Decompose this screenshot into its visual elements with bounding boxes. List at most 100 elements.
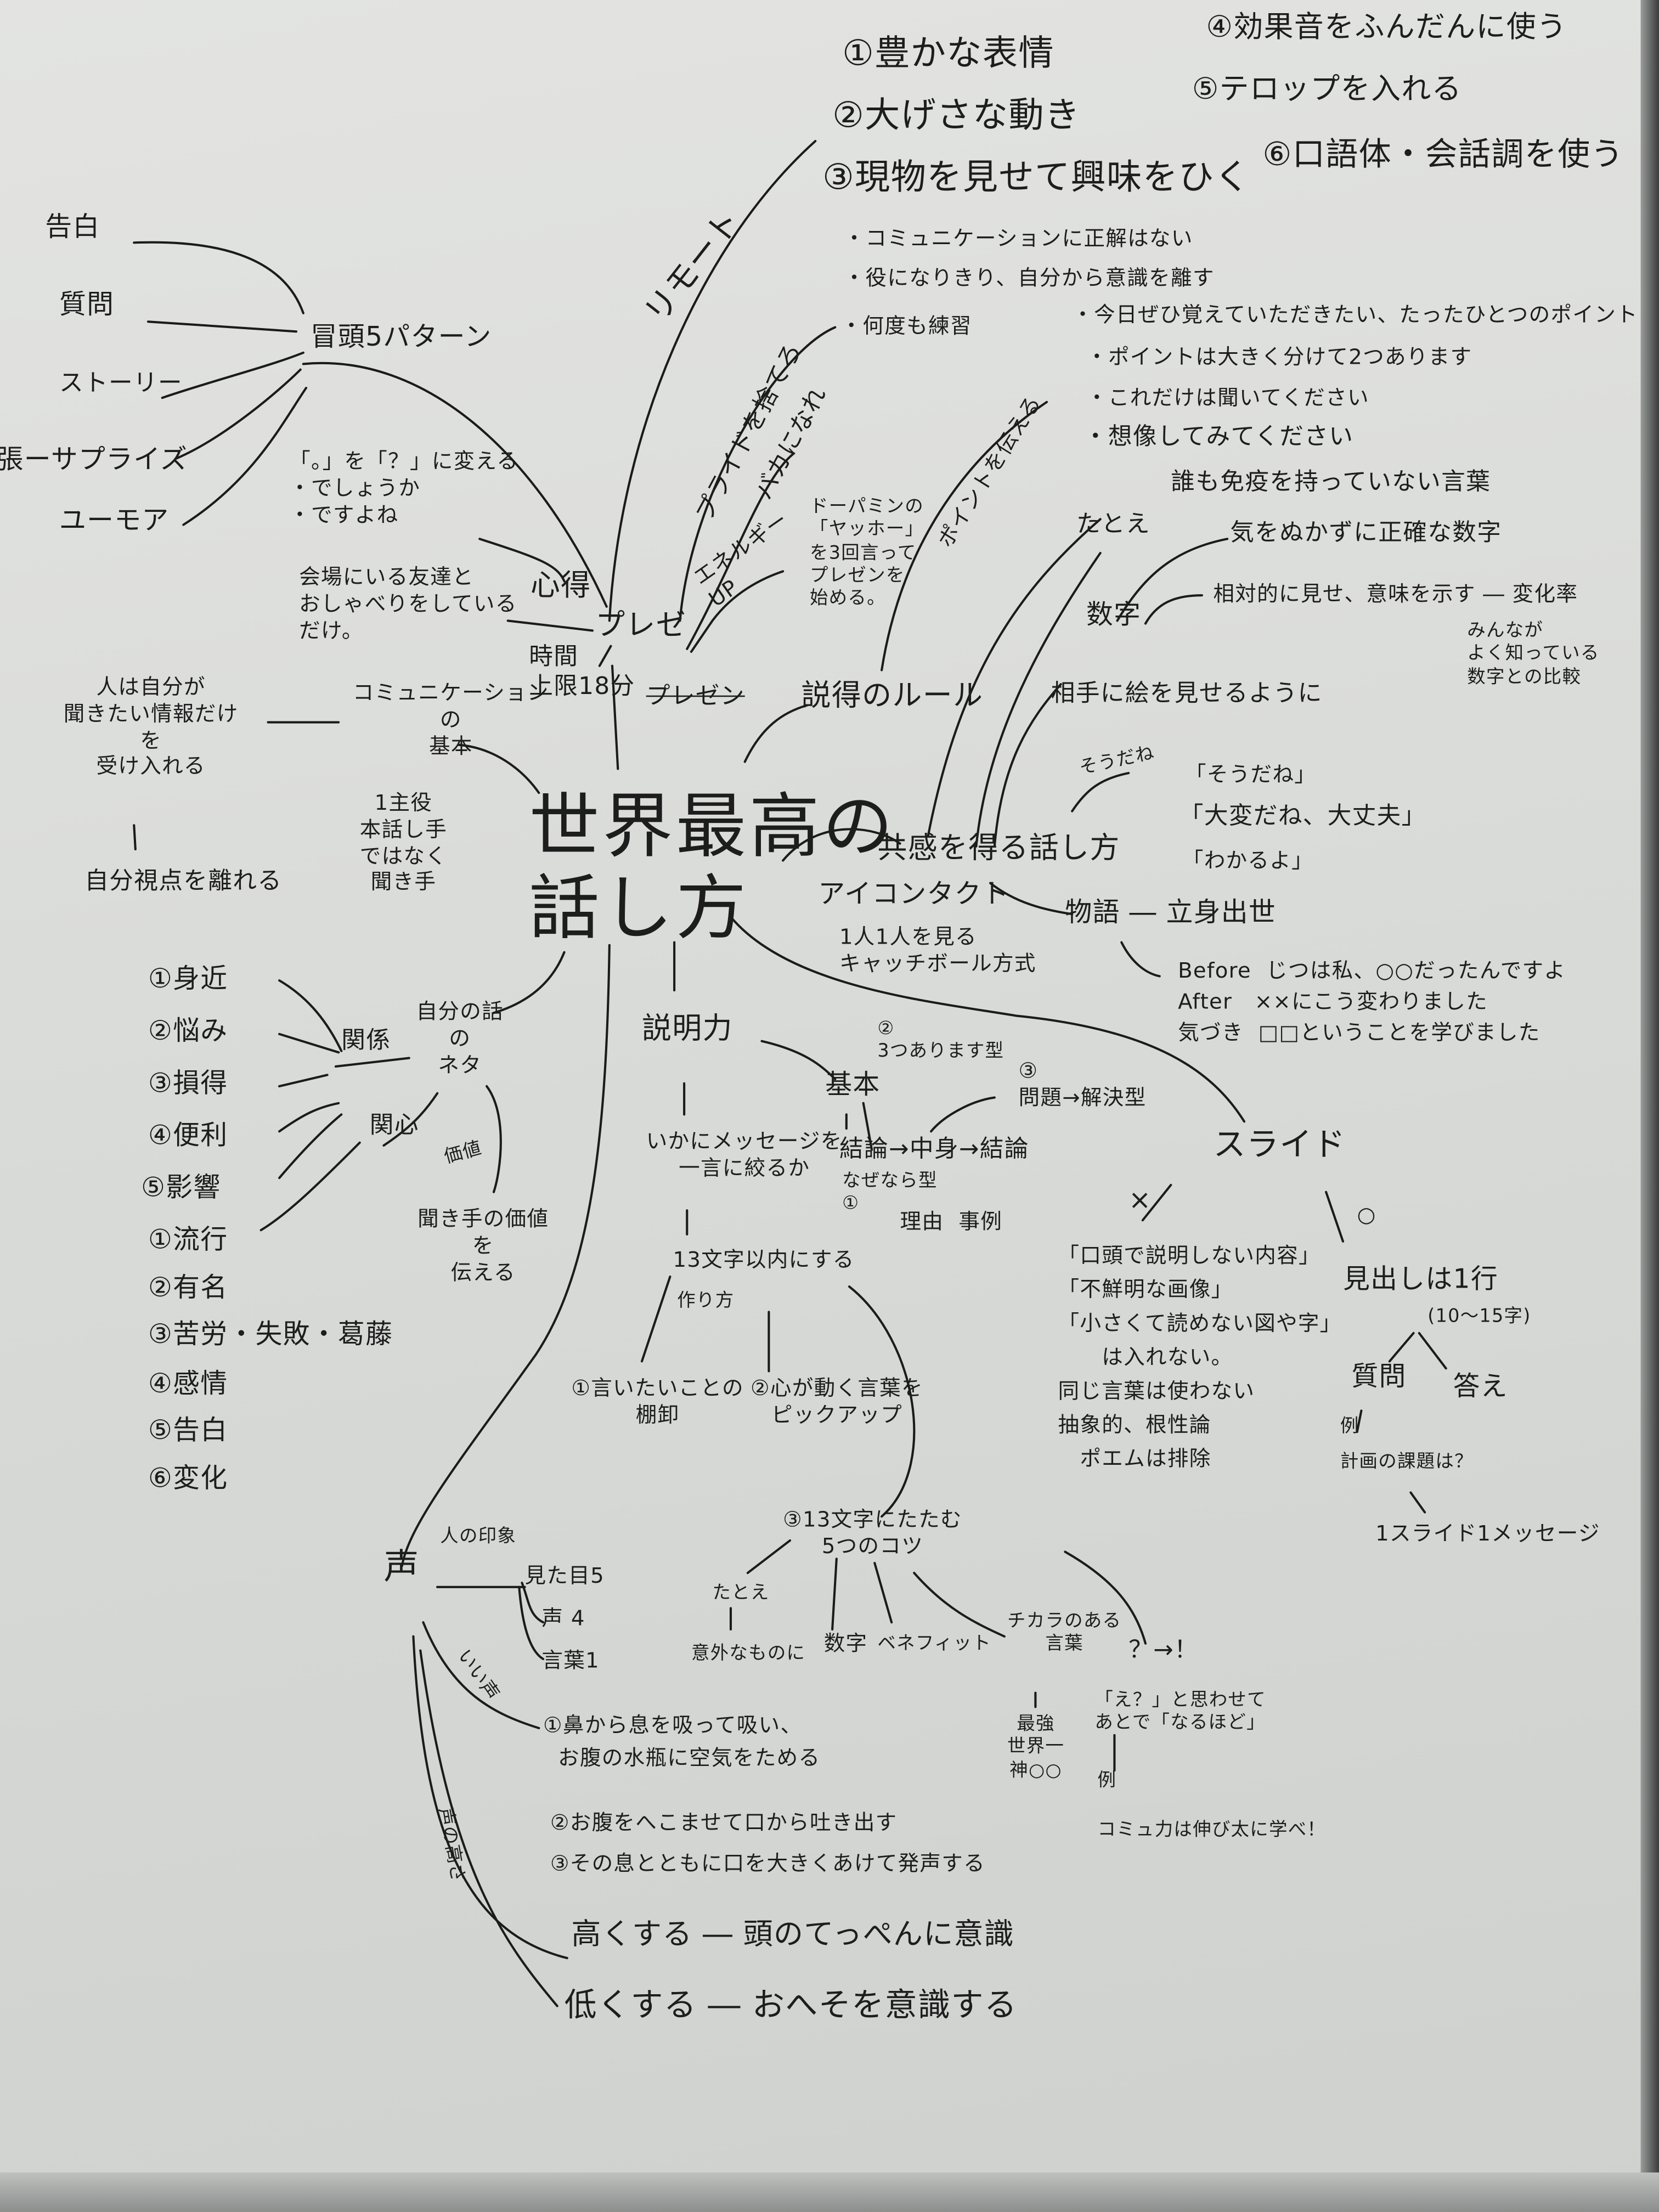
opening-item: 告白 <box>45 211 100 243</box>
kankei-item: ①身近 <box>148 963 228 995</box>
remote-item: ②大げさな動き <box>832 94 1081 136</box>
explain-label: 説明力 <box>641 1011 733 1046</box>
pitch-low: 低くする ― おへそを意識する <box>564 1988 1018 2024</box>
point-item: ・ポイントは大きく分けて2つあります <box>1086 344 1472 370</box>
persuasion-label: 説得のルール <box>801 678 984 713</box>
voice-step: ③その息とともに口を大きくあけて発声する <box>550 1850 986 1876</box>
story-text: Before じつは私、○○だったんですよ After ××にこう変わりました … <box>1178 957 1566 1045</box>
pride-item: ・役になりきり、自分から意識を離す <box>843 265 1215 291</box>
tip-tatoe: たとえ <box>712 1583 770 1604</box>
branch-voice <box>400 944 611 1567</box>
opening-label: 冒頭5パターン <box>310 321 492 353</box>
explain-step1: ①言いたいことの 棚卸 <box>571 1375 744 1427</box>
kokoroe-text: 会場にいる友達と おしゃべりをしている だけ。 <box>299 564 517 643</box>
kankei-item: ④便利 <box>148 1120 228 1152</box>
voice-step: ②お腹をへこませて口から吐き出す <box>550 1810 898 1836</box>
suuji-label: 数字 <box>1086 599 1142 631</box>
branch-empathy <box>782 828 901 862</box>
branch-persuasion <box>743 704 808 763</box>
energy-text: ドーパミンの 「ヤッホー」 を3回言って プレゼンを 始める。 <box>809 496 924 610</box>
remote-item: ③現物を見せて興味をひく <box>822 156 1251 198</box>
kankei-item: ③損得 <box>148 1068 228 1099</box>
pride-item: ・何度も練習 <box>840 313 972 339</box>
remote-item: ①豊かな表情 <box>842 32 1054 74</box>
branch-remote <box>608 140 817 622</box>
impression-ratio: 声 4 <box>541 1605 585 1631</box>
kanshin-item: ⑥変化 <box>148 1463 228 1494</box>
voice-label: 声 <box>383 1546 420 1587</box>
explain-type3: ③ 問題→解決型 <box>1018 1058 1147 1110</box>
kokoroe-label: 心得 <box>530 568 591 602</box>
explain-step2: ②心が動く言葉を ピックアップ <box>750 1375 923 1427</box>
point-item: ・今日ぜひ覚えていただきたい、たったひとつのポイント <box>1072 302 1638 328</box>
branch-opening <box>302 362 608 608</box>
slide-example: 例 計画の課題は？ <box>1340 1416 1474 1472</box>
kanshin-item: ④感情 <box>148 1368 228 1400</box>
people-text: 人は自分が 聞きたい情報だけ を 受け入れる <box>63 674 239 780</box>
explain-within13: 13文字以内にする <box>673 1247 855 1273</box>
eyecontact-label: アイコンタクト <box>818 878 1009 910</box>
suuji-item: 気をぬかずに正確な数字 <box>1230 519 1502 548</box>
explain-type1: なぜなら型 ① <box>842 1171 938 1215</box>
kankei-label: 関係 <box>341 1026 391 1056</box>
tip-power-word: チカラのある 言葉 <box>1007 1611 1122 1655</box>
explain-flow: 結論→中身→結論 <box>839 1135 1029 1164</box>
tatoe-label: たとえ <box>1076 510 1150 539</box>
tip-power-examples: 最強 世界一 神○○ <box>1007 1714 1065 1781</box>
kankei-item: ②悩み <box>148 1015 228 1047</box>
opening-item: ストーリー <box>59 369 183 398</box>
tip-tatoe-text: 意外なものに <box>691 1643 806 1665</box>
leave-view-text: 自分視点を離れる <box>84 867 283 896</box>
main-role-text: 1主役 本話し手 ではなく 聞き手 <box>359 789 448 895</box>
slide-one-message: 1スライド1メッセージ <box>1375 1520 1600 1547</box>
pitch-high: 高くする ― 頭のてっぺんに意識 <box>571 1917 1015 1951</box>
explain-how: 作り方 <box>677 1290 735 1312</box>
slide-heading: 見出しは1行 <box>1342 1263 1499 1295</box>
presen-label: プレゼ <box>595 608 686 642</box>
point-item: ・これだけは聞いてください <box>1086 385 1369 411</box>
explain-type2: ② 3つあります型 <box>877 1018 1005 1063</box>
slide-answer: 答え <box>1453 1371 1508 1402</box>
explain-kihon: 基本 <box>825 1069 881 1101</box>
tip-benefit: ベネフィット <box>877 1633 992 1655</box>
tip-example-label: 例 <box>1097 1770 1117 1792</box>
tip-example: コミュ力は伸び太に学べ！ <box>1097 1820 1327 1841</box>
suuji-item: 相対的に見せ、意味を示す ― 変化率 <box>1213 581 1578 607</box>
explain-reasons: 理由 事例 <box>900 1209 1003 1234</box>
impression-label: 人の印象 <box>440 1526 517 1548</box>
branch-neta <box>492 951 566 1014</box>
opening-item: ユーモア <box>59 505 170 537</box>
opening-item: 緊張ーサプライズ <box>0 444 188 476</box>
empathy-phrase: 「わかるよ」 <box>1182 848 1314 873</box>
presen-crossed: プレゼン <box>646 682 745 711</box>
tip-question: ？→！ <box>1128 1636 1199 1665</box>
slide-ng-items: 「口頭で説明しない内容」 「不鮮明な画像」 「小さくて読めない図や字」 は入れな… <box>1058 1243 1342 1471</box>
communication-label: コミュニケーション の 基本 <box>352 680 549 759</box>
pride-item: ・コミュニケーションに正解はない <box>843 225 1193 251</box>
kanshin-label: 関心 <box>369 1111 419 1140</box>
neta-label: 自分の話 の ネタ <box>416 998 504 1077</box>
kanshin-item: ⑤告白 <box>148 1415 228 1446</box>
empathy-label: 共感を得る話し方 <box>877 831 1120 865</box>
branch-pride <box>679 326 837 622</box>
explain-one-word: いかにメッセージを 一言に絞るか <box>646 1128 843 1181</box>
story-label: 物語 ― 立身出世 <box>1065 897 1277 928</box>
paper-edge-shadow <box>1640 0 1659 2212</box>
tip-suuji: 数字 <box>823 1630 868 1656</box>
slide-ok-mark: ○ <box>1357 1201 1376 1228</box>
kachi-text: 聞き手の価値 を 伝える <box>417 1206 549 1285</box>
branch-point <box>881 400 1048 672</box>
question-tip: 「。」を「？」に変える ・でしょうか ・ですよね <box>289 448 519 527</box>
point-item: ・想像してみてください <box>1083 423 1354 452</box>
suuji-item: みんなが よく知っている 数字との比較 <box>1467 620 1600 688</box>
slide-question: 質問 <box>1351 1361 1407 1392</box>
remote-item: ⑤テロップを入れる <box>1192 72 1462 106</box>
kanshin-item: ①流行 <box>148 1224 228 1256</box>
opening-item: 質問 <box>59 289 115 320</box>
empathy-phrase: 「そうだね」 <box>1184 761 1317 787</box>
eyecontact-text: 1人1人を見る キャッチボール方式 <box>839 924 1036 976</box>
impression-ratio: 見た目5 <box>524 1563 605 1589</box>
picture-text: 相手に絵を見せるように <box>1051 680 1323 708</box>
empathy-phrase: 「大変だね、大丈夫」 <box>1179 803 1426 831</box>
